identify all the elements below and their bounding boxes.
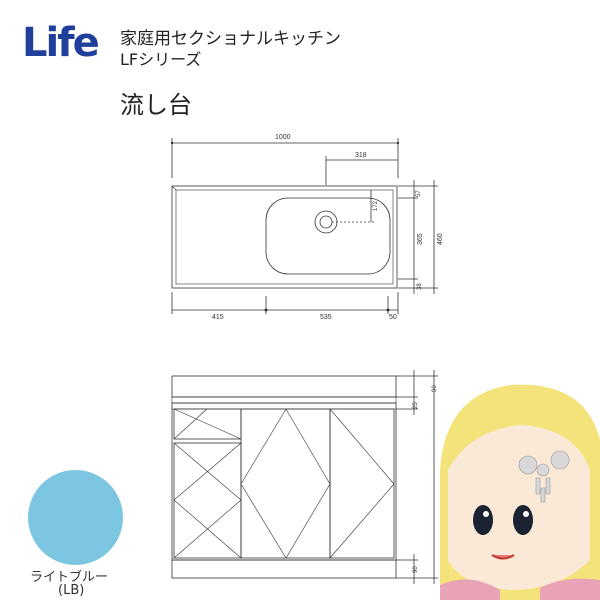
dim-base-height: 90 xyxy=(413,566,419,573)
brand-logo: Life xyxy=(22,20,100,66)
drain-inner xyxy=(319,215,333,229)
cabinet-base xyxy=(171,559,397,579)
color-code: (LB) xyxy=(58,583,85,598)
dim-sink-width: 535 xyxy=(320,314,332,321)
product-name: 流し台 xyxy=(120,91,192,119)
dim-width: 1000 xyxy=(275,134,291,141)
color-name: ライトブルー xyxy=(30,570,109,585)
dim-drain-offset: 172 xyxy=(373,200,379,211)
sink-basin xyxy=(265,197,391,275)
dim-left-width: 415 xyxy=(212,314,224,321)
series-title: 家庭用セクショナルキッチン xyxy=(120,29,341,49)
middle-door xyxy=(240,408,331,559)
dim-drawer-gap: 25 xyxy=(413,402,419,409)
countertop-front xyxy=(171,375,397,398)
color-swatch-light-blue xyxy=(28,470,123,565)
cabinet-body xyxy=(171,402,397,561)
right-door xyxy=(329,408,395,559)
counter-outline xyxy=(171,185,398,289)
dim-front-lip: 38 xyxy=(417,283,423,290)
dim-inner-depth: 365 xyxy=(417,233,424,245)
left-door xyxy=(173,442,242,559)
series-name: LFシリーズ xyxy=(120,50,202,69)
dim-depth: 460 xyxy=(437,233,444,245)
dim-back-lip: 57 xyxy=(416,190,422,197)
dim-top-height: 90 xyxy=(432,385,438,392)
dim-right-edge: 50 xyxy=(389,314,397,321)
mascot-illustration xyxy=(440,384,600,600)
dim-sink-offset: 318 xyxy=(355,152,367,159)
